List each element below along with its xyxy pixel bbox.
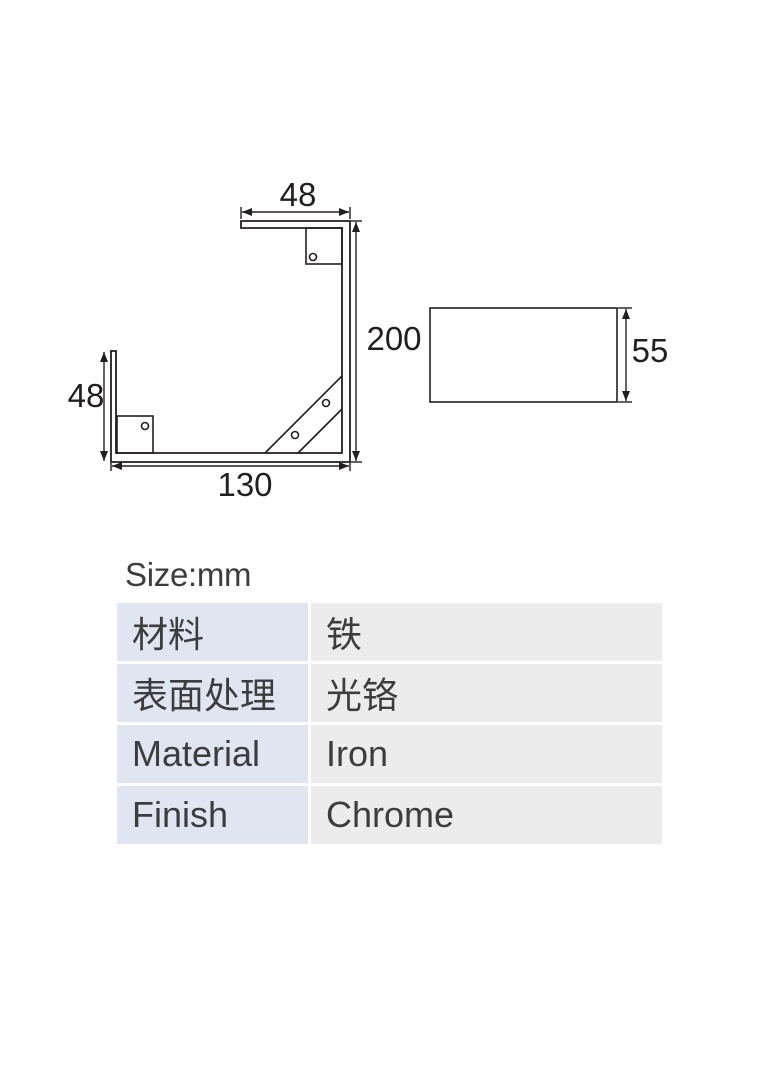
- table-row: Material Iron: [117, 723, 662, 786]
- bracket-outer-edge: [110, 220, 351, 463]
- table-row: 表面处理 光铬: [117, 662, 662, 725]
- dimension-plate-height: [618, 307, 632, 403]
- bottom-tab-hole: [140, 421, 150, 431]
- gusset-hole-lower: [290, 430, 300, 440]
- spec-value-material-cn: 铁: [309, 603, 662, 664]
- spec-key-finish-cn: 表面处理: [117, 662, 311, 725]
- table-row: Finish Chrome: [117, 784, 662, 844]
- spec-key-material: Material: [117, 723, 311, 786]
- size-unit-label: Size:mm: [125, 556, 252, 593]
- dimension-top-flange: [240, 207, 351, 219]
- gusset-hole-upper: [321, 398, 331, 408]
- base-label: 130: [217, 466, 272, 503]
- spec-key-finish: Finish: [117, 784, 311, 844]
- left-flange-label: 48: [68, 377, 105, 414]
- dimension-base: [110, 462, 351, 471]
- top-tab-hole: [308, 252, 318, 262]
- spec-value-material: Iron: [309, 723, 662, 786]
- plate-height-label: 55: [632, 332, 669, 369]
- spec-value-finish-cn: 光铬: [309, 662, 662, 725]
- table-row: 材料 铁: [117, 603, 662, 664]
- side-view-plate: [429, 307, 618, 403]
- spec-value-finish: Chrome: [309, 784, 662, 844]
- top-flange-label: 48: [280, 176, 317, 213]
- diagonal-gusset: [264, 375, 343, 454]
- spec-table: 材料 铁 表面处理 光铬 Material Iron Finish Chrome: [117, 603, 662, 844]
- dimension-height: [351, 220, 362, 463]
- technical-drawing: 48 200 48 130 55: [68, 176, 669, 503]
- height-label: 200: [366, 320, 421, 357]
- bottom-mounting-tab: [116, 415, 154, 454]
- spec-key-material-cn: 材料: [117, 603, 311, 664]
- top-mounting-tab: [305, 227, 343, 265]
- bracket-profile: [110, 220, 351, 463]
